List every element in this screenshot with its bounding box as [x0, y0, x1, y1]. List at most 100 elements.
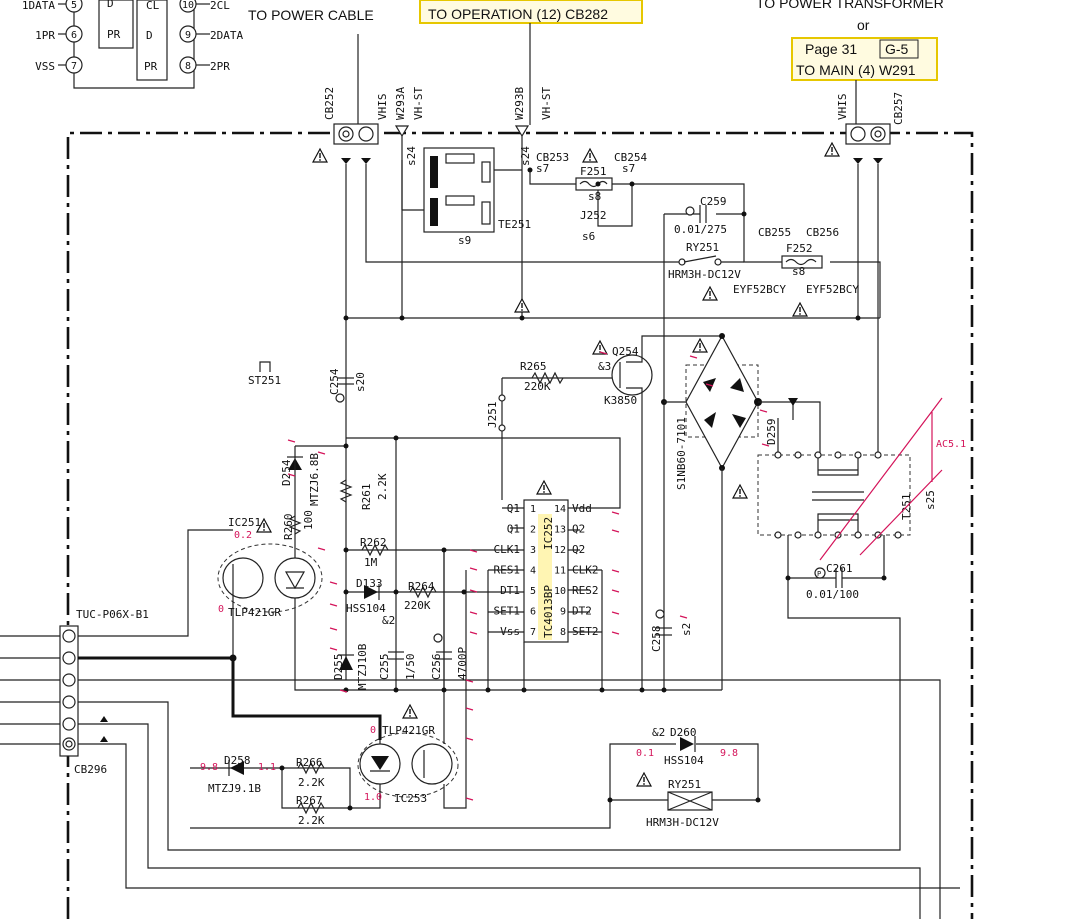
label-r265: R265	[520, 360, 547, 373]
top-ic-pin-9: 9	[185, 30, 191, 41]
label-ic251: IC251	[228, 516, 261, 529]
voltage-tick	[611, 589, 620, 593]
resistor-r267	[297, 801, 325, 815]
voltage-tick	[611, 611, 620, 615]
transformer-t251	[757, 451, 911, 539]
warning-triangle-icon	[791, 301, 809, 317]
warning-triangle-icon	[823, 141, 841, 157]
diode-d255	[338, 654, 354, 670]
w293a-arrow	[394, 125, 410, 138]
ic252-pin-3: 3	[530, 545, 536, 556]
label-r267-value: 2.2K	[298, 814, 325, 827]
label-tuc: TUC-P06X-B1	[76, 608, 149, 621]
warning-triangle-icon	[635, 771, 653, 787]
label-ry251-part-top: HRM3H-DC12V	[668, 268, 741, 281]
capacitor-c261	[814, 567, 843, 588]
label-vhis-right: VHIS	[836, 94, 849, 121]
ic252-part: TC4013BP	[542, 585, 555, 638]
warning-triangle-icon	[731, 483, 749, 499]
optocoupler-ic253	[357, 732, 459, 798]
warning-triangle-icon	[401, 703, 419, 719]
ref-operation: TO OPERATION (12) CB282	[428, 6, 608, 22]
voltage-tick	[287, 473, 296, 477]
voltage-tick	[611, 529, 620, 533]
ic252-pin-4: 4	[530, 566, 536, 577]
label-r264-value: 220K	[404, 599, 431, 612]
top-ic-inner-1	[98, 0, 134, 49]
voltage-01: 0.1	[636, 748, 654, 759]
voltage-tick	[611, 511, 620, 515]
label-d133-part: HSS104	[346, 602, 386, 615]
voltage-tick	[469, 589, 478, 593]
label-f252: F252	[786, 242, 813, 255]
ac-marker	[819, 397, 943, 561]
bridge-d259	[661, 333, 762, 471]
top-ic-inner-2	[136, 0, 168, 81]
label-cb256: CB256	[806, 226, 839, 239]
voltage-tick	[465, 737, 474, 741]
label-r265-value: 220K	[524, 380, 551, 393]
fuse-f251	[575, 177, 613, 191]
top-ic-d1: D	[107, 0, 114, 10]
voltage-tick	[469, 631, 478, 635]
label-d254: D254	[280, 459, 293, 486]
transformer-te251	[423, 147, 495, 233]
label-r266-value: 2.2K	[298, 776, 325, 789]
label-s1nb: S1NB60-7101	[675, 417, 688, 490]
label-w293b: W293B	[513, 87, 526, 120]
junctions	[229, 167, 887, 811]
ic252-pin-9: 9	[560, 607, 566, 618]
voltage-tick	[287, 439, 296, 443]
transistor-q254	[611, 335, 722, 690]
voltage-0-b: 0	[370, 725, 376, 736]
voltage-tick	[465, 707, 474, 711]
top-ic-pin-6: 6	[71, 30, 77, 41]
label-s25: s25	[924, 490, 937, 510]
ic252-pin-name-5: DT1	[500, 584, 520, 597]
ic252-pin-14: 14	[554, 504, 566, 515]
capacitor-c255	[388, 651, 404, 660]
ref-grid-box	[879, 39, 919, 59]
label-vhst-left: VH-ST	[412, 87, 425, 120]
warning-triangle-icon	[535, 479, 553, 495]
voltage-tick	[689, 355, 698, 359]
voltage-11: 1.1	[258, 762, 276, 773]
label-d260: D260	[670, 726, 697, 739]
testpoint-st251	[259, 361, 271, 372]
ic252	[523, 499, 569, 643]
label-vhst-right: VH-ST	[540, 87, 553, 120]
label-mtzj91b: MTZJ9.1B	[208, 782, 261, 795]
diode-d260	[680, 736, 696, 752]
warning-triangle-icon	[513, 297, 531, 313]
top-ic-pr2: PR	[144, 60, 158, 73]
label-p-c261: P	[817, 570, 821, 578]
ic252-pin-6: 6	[530, 607, 536, 618]
label-eyf-right: EYF52BCY	[806, 283, 859, 296]
ic252-pin-8: 8	[560, 627, 566, 638]
resistor-r264	[409, 585, 437, 599]
label-s24-left: s24	[405, 146, 418, 166]
label-c258: C258	[650, 626, 663, 653]
label-r262-value: 1M	[364, 556, 378, 569]
label-ry251-top: RY251	[686, 241, 719, 254]
ic252-pin-11: 11	[554, 566, 566, 577]
voltage-tick	[761, 443, 770, 447]
ic252-pin-name-9: DT2	[572, 605, 592, 618]
voltage-tick	[679, 615, 688, 619]
top-ic-2cl: 2CL	[210, 0, 230, 12]
label-r262: R262	[360, 536, 387, 549]
label-c261-value: 0.01/100	[806, 588, 859, 601]
fuse-f252	[781, 255, 823, 269]
voltage-tick	[329, 627, 338, 631]
label-cb253: CB253	[536, 151, 569, 164]
label-c259-value: 0.01/275	[674, 223, 727, 236]
label-s7-right: s7	[622, 162, 635, 175]
resistor-r260	[288, 515, 302, 535]
relay-contact-ry251	[678, 255, 722, 266]
label-s8-f251: s8	[588, 190, 601, 203]
ic252-pin-7: 7	[530, 627, 536, 638]
label-ic253-part: TLP421GR	[382, 724, 435, 737]
voltage-tick	[329, 603, 338, 607]
top-ic-1pr: 1PR	[35, 29, 55, 42]
label-cb254: CB254	[614, 151, 647, 164]
